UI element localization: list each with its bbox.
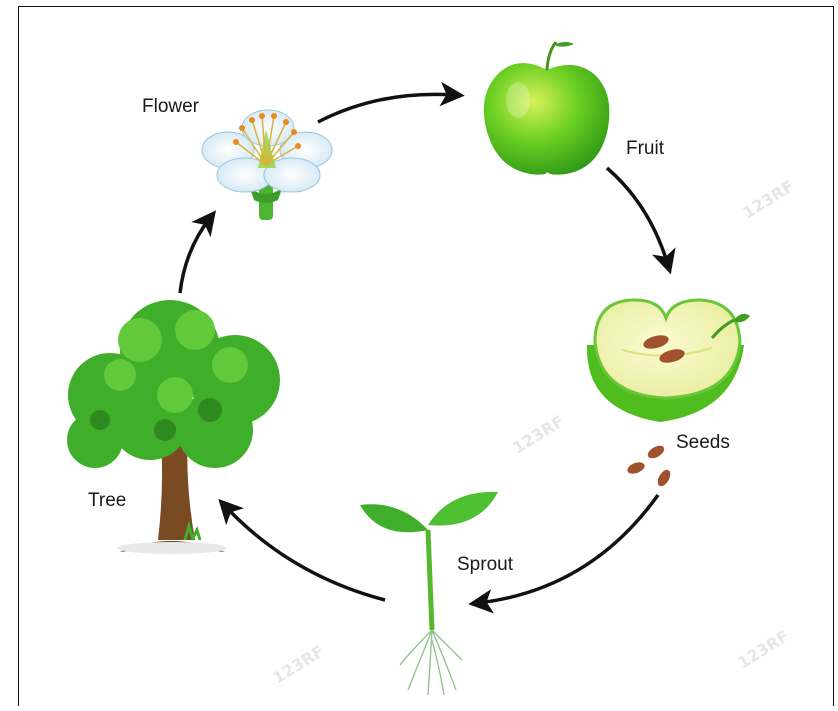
arrow-tree-to-flower	[180, 218, 210, 293]
stage-label-tree: Tree	[88, 490, 126, 512]
stage-label-seeds: Seeds	[676, 432, 730, 454]
tree-illustration	[67, 300, 280, 554]
arrow-flower-to-fruit	[318, 94, 455, 122]
seeds-illustration	[626, 443, 673, 488]
apple-illustration	[484, 42, 610, 175]
stage-label-sprout: Sprout	[457, 554, 513, 576]
stage-label-fruit: Fruit	[626, 138, 664, 160]
half-apple-illustration	[587, 300, 750, 422]
arrow-sprout-to-tree	[225, 506, 385, 600]
flower-illustration	[202, 110, 332, 220]
stage-label-flower: Flower	[142, 96, 199, 118]
arrow-seeds-to-sprout	[478, 495, 658, 603]
arrow-fruit-to-seeds	[607, 168, 668, 265]
sprout-illustration	[360, 492, 498, 695]
